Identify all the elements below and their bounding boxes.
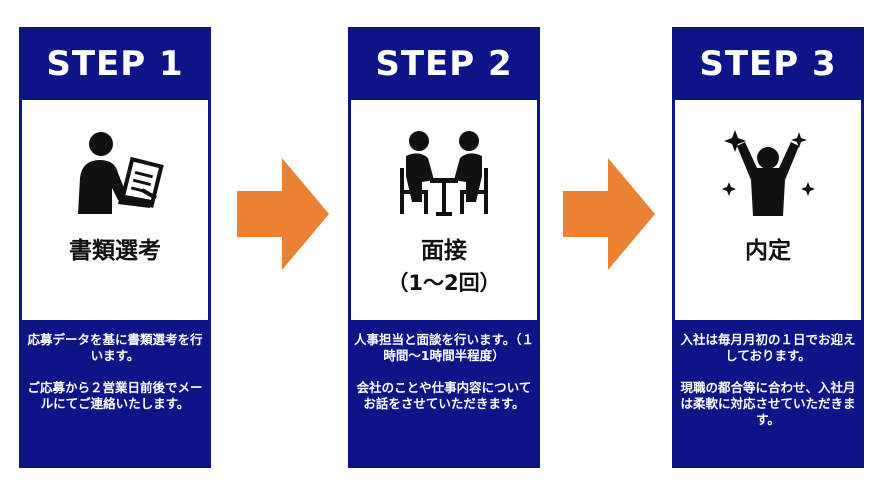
step-2-card: STEP 2 面接 （1〜2回） 人事担当と面談を [348, 27, 540, 468]
step-2-subtitle: （1〜2回） [387, 271, 501, 295]
step-2-label: STEP 2 [375, 43, 513, 84]
interview-icon [351, 128, 537, 218]
step-3-title: 内定 [745, 238, 791, 264]
arrow-right-icon [237, 158, 329, 270]
celebration-icon [675, 128, 861, 218]
step-3-label: STEP 3 [699, 43, 837, 84]
step-3-card: STEP 3 内定 入社は毎月月初の１日でお迎えしております。 現職の都合等に合… [672, 27, 864, 468]
step-2-panel: 面接 （1〜2回） [351, 100, 537, 320]
step-3-description: 入社は毎月月初の１日でお迎えしております。 現職の都合等に合わせ、入社月は柔軟に… [680, 332, 856, 427]
step-1-panel: 書類選考 [22, 100, 208, 320]
step-1-label: STEP 1 [46, 43, 184, 84]
step-2-description: 人事担当と面談を行います。（１時間〜1時間半程度） 会社のことや仕事内容について… [353, 332, 534, 411]
person-writing-icon [22, 128, 208, 218]
step-1-title: 書類選考 [69, 238, 161, 264]
step-3-panel: 内定 [675, 100, 861, 320]
step-2-title: 面接 [421, 238, 467, 264]
step-1-description: 応募データを基に書類選考を行います。 ご応募から２営業日前後でメールにてご連絡い… [27, 332, 203, 411]
arrow-right-icon [563, 158, 655, 270]
step-1-card: STEP 1 書類選考 応募データを基に書類選考を行います。 ご応募から２営業日… [19, 27, 211, 468]
